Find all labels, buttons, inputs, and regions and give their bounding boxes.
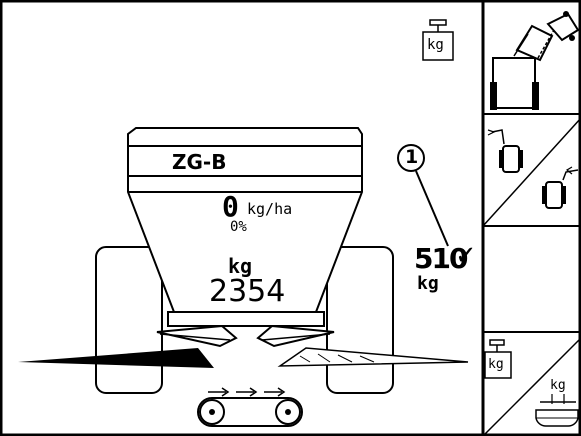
softkey-tractor-tilt[interactable]: [484, 0, 581, 113]
conveyor-belt-icon: [197, 387, 303, 427]
callout-check-icon: ✓: [455, 241, 477, 271]
hopper-icon: [127, 127, 363, 327]
tractor-hopper-tilt-icon[interactable]: [490, 11, 580, 110]
softkey-hopper-transfer[interactable]: [484, 115, 581, 225]
right-spread-pattern: [277, 347, 469, 367]
right-wheel: [326, 246, 394, 394]
application-rate-percent: 0%: [230, 219, 247, 235]
scale-weigh-icon[interactable]: [482, 337, 581, 436]
softkey-empty[interactable]: [484, 227, 581, 331]
application-rate-value: 0: [222, 190, 239, 223]
left-wheel: [95, 246, 163, 394]
right-spreading-disc: [256, 324, 335, 348]
softkey-scale-label-bottom: kg: [550, 378, 566, 393]
callout-marker: [397, 144, 449, 247]
scale-icon: [422, 19, 454, 61]
spreader-illustration: [18, 127, 469, 427]
softkey-scale-label-top: kg: [488, 357, 504, 372]
scale-icon-label: kg: [427, 37, 444, 53]
callout-number: 1: [405, 146, 419, 168]
softkey-scale-calibrate[interactable]: [484, 333, 581, 436]
hopper-model-label: ZG-B: [172, 150, 227, 174]
callout-weight-value: 510: [414, 242, 468, 275]
application-rate-unit: kg/ha: [247, 200, 293, 218]
hopper-weight-value: 2354: [209, 274, 286, 309]
left-spread-pattern: [18, 348, 214, 368]
hopper-weight-unit: kg: [228, 254, 253, 278]
callout-weight-unit: kg: [417, 273, 439, 294]
left-spreading-disc: [156, 324, 238, 348]
hopper-transfer-icon[interactable]: [482, 117, 581, 227]
